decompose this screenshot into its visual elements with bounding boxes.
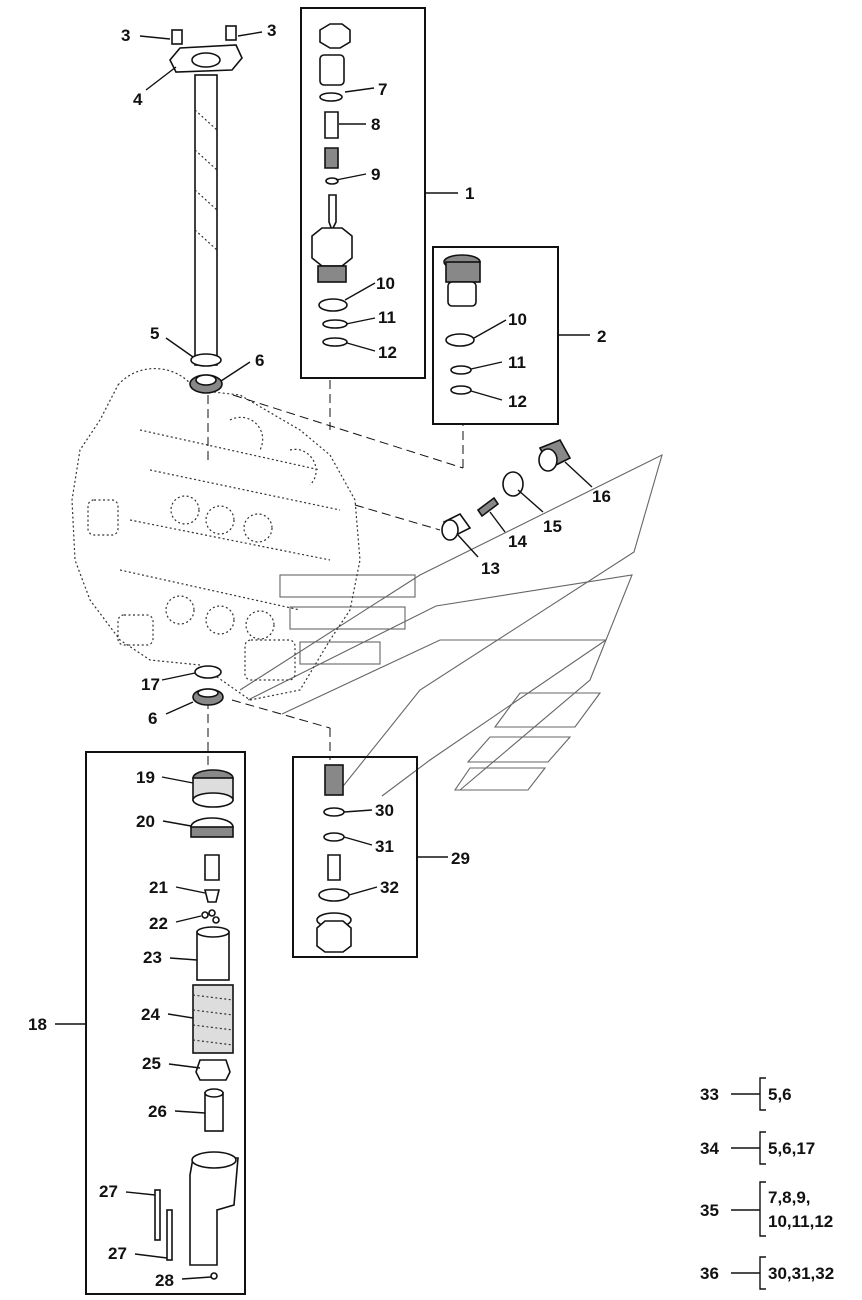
- callout-12-box1: 12: [378, 343, 397, 362]
- callout-17: 17: [141, 675, 160, 694]
- callout-29: 29: [451, 849, 470, 868]
- callout-8: 8: [371, 115, 380, 134]
- callout-10-box2: 10: [508, 310, 527, 329]
- kit-33-number: 33: [700, 1085, 719, 1104]
- callout-26: 26: [148, 1102, 167, 1121]
- kit-35-parts-line2: 10,11,12: [768, 1212, 833, 1231]
- callout-1: 1: [465, 184, 474, 203]
- callout-25: 25: [142, 1054, 161, 1073]
- kit-box-29: [292, 756, 418, 958]
- callout-2: 2: [597, 327, 606, 346]
- callout-11-box1: 11: [378, 308, 396, 327]
- callout-3-left: 3: [121, 26, 130, 45]
- callout-7: 7: [378, 80, 387, 99]
- callout-27-upper: 27: [99, 1182, 118, 1201]
- callout-11-box2: 11: [508, 353, 526, 372]
- spring-assembly-18: [154, 769, 239, 1280]
- callout-30: 30: [375, 801, 394, 820]
- callout-32: 32: [380, 878, 399, 897]
- relief-valve-1: [311, 23, 353, 347]
- callout-3-right: 3: [267, 21, 276, 40]
- spool-assembly: [169, 25, 243, 394]
- callout-18: 18: [28, 1015, 47, 1034]
- kit-box-18: [85, 751, 246, 1295]
- callout-31: 31: [375, 837, 394, 856]
- callout-23: 23: [143, 948, 162, 967]
- callout-10-box1: 10: [376, 274, 395, 293]
- check-valve-29: [316, 764, 352, 953]
- seal-6-lower-inner: [197, 688, 219, 698]
- callout-21: 21: [149, 878, 168, 897]
- callout-16: 16: [592, 487, 611, 506]
- o-ring-17: [194, 665, 222, 679]
- callout-14: 14: [508, 532, 527, 551]
- kit-35-number: 35: [700, 1201, 719, 1220]
- callout-24: 24: [141, 1005, 160, 1024]
- kit-34-number: 34: [700, 1139, 719, 1158]
- assembly-centerlines: [207, 380, 464, 770]
- kit-35-parts-line1: 7,8,9,: [768, 1188, 811, 1207]
- plug-assembly: [441, 438, 572, 541]
- callout-13: 13: [481, 559, 500, 578]
- leader-lines: [55, 31, 593, 1280]
- kit-reference-list: 33 5,6 34 5,6,17 35 7,8,9, 10,11,12 36 3…: [700, 1077, 834, 1290]
- callout-12-box2: 12: [508, 392, 527, 411]
- callout-19: 19: [136, 768, 155, 787]
- callout-9: 9: [371, 165, 380, 184]
- callout-28: 28: [155, 1271, 174, 1290]
- kit-36-parts: 30,31,32: [768, 1264, 834, 1283]
- valve-body: [71, 367, 361, 701]
- callout-15: 15: [543, 517, 562, 536]
- callout-6-lower: 6: [148, 709, 157, 728]
- callout-5: 5: [150, 324, 159, 343]
- callout-20: 20: [136, 812, 155, 831]
- kit-34-parts: 5,6,17: [768, 1139, 815, 1158]
- kit-33-parts: 5,6: [768, 1085, 792, 1104]
- cartridge-valve-2: [443, 254, 481, 395]
- callout-27-lower: 27: [108, 1244, 127, 1263]
- kit-36-number: 36: [700, 1264, 719, 1283]
- callout-6-upper: 6: [255, 351, 264, 370]
- callout-22: 22: [149, 914, 168, 933]
- watermark-logo: [239, 453, 663, 797]
- callout-labels: 3 3 4 7 8 9 1 10 11 12 10 11 12 2 5 6 16…: [28, 21, 611, 1290]
- callout-4: 4: [133, 90, 143, 109]
